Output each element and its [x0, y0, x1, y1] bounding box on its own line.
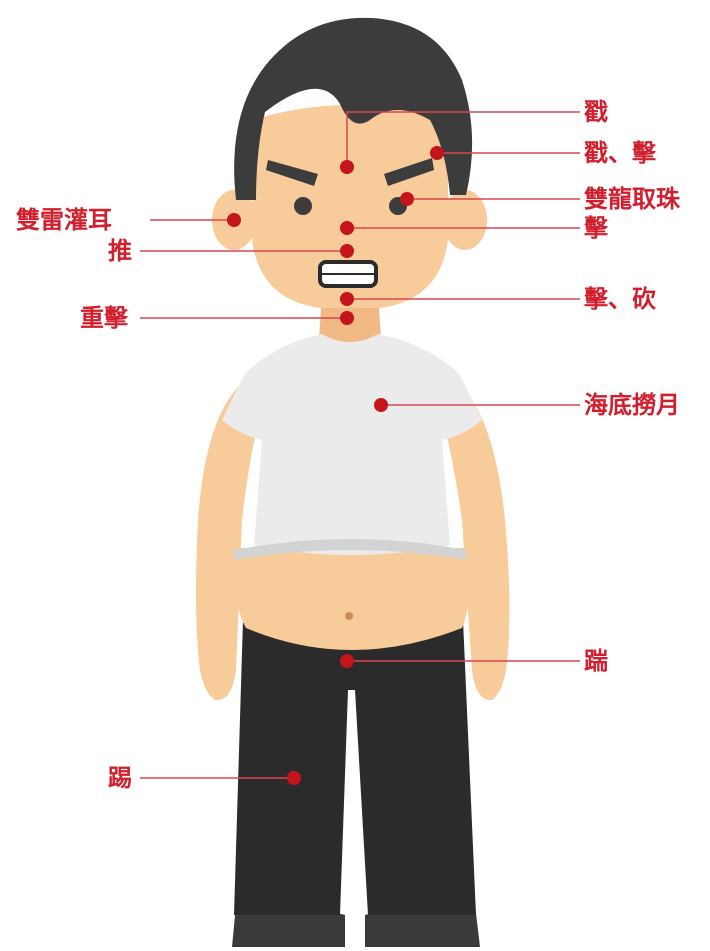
dot-upper-lip — [340, 244, 354, 258]
dot-right-eye — [400, 192, 414, 206]
dot-nose-bridge — [340, 221, 354, 235]
t-shirt — [222, 334, 482, 555]
navel — [345, 612, 353, 620]
label-upper-lip: 推 — [108, 237, 132, 265]
cartoon-man-figure — [196, 18, 509, 947]
label-right-eye: 雙龍取珠 — [584, 185, 681, 213]
dot-left-ear — [227, 213, 241, 227]
left-eye — [294, 197, 312, 215]
label-forehead: 戳 — [584, 98, 608, 126]
label-nose-bridge: 擊 — [584, 214, 609, 242]
pants — [234, 620, 476, 915]
label-chin: 擊、砍 — [584, 285, 657, 313]
dot-throat — [340, 311, 354, 325]
belly — [234, 548, 470, 650]
dot-chin — [340, 292, 354, 306]
label-thigh: 踢 — [108, 764, 132, 792]
dot-forehead — [340, 160, 354, 174]
label-left-ear: 雙雷灌耳 — [16, 206, 112, 234]
dot-chest — [374, 398, 388, 412]
label-chest: 海底撈月 — [584, 391, 680, 419]
label-right-temple: 戳、擊 — [584, 139, 657, 167]
label-groin: 踹 — [584, 647, 608, 675]
dot-groin — [340, 654, 354, 668]
dot-right-temple — [430, 146, 444, 160]
dot-thigh — [287, 771, 301, 785]
label-throat: 重擊 — [80, 304, 129, 332]
